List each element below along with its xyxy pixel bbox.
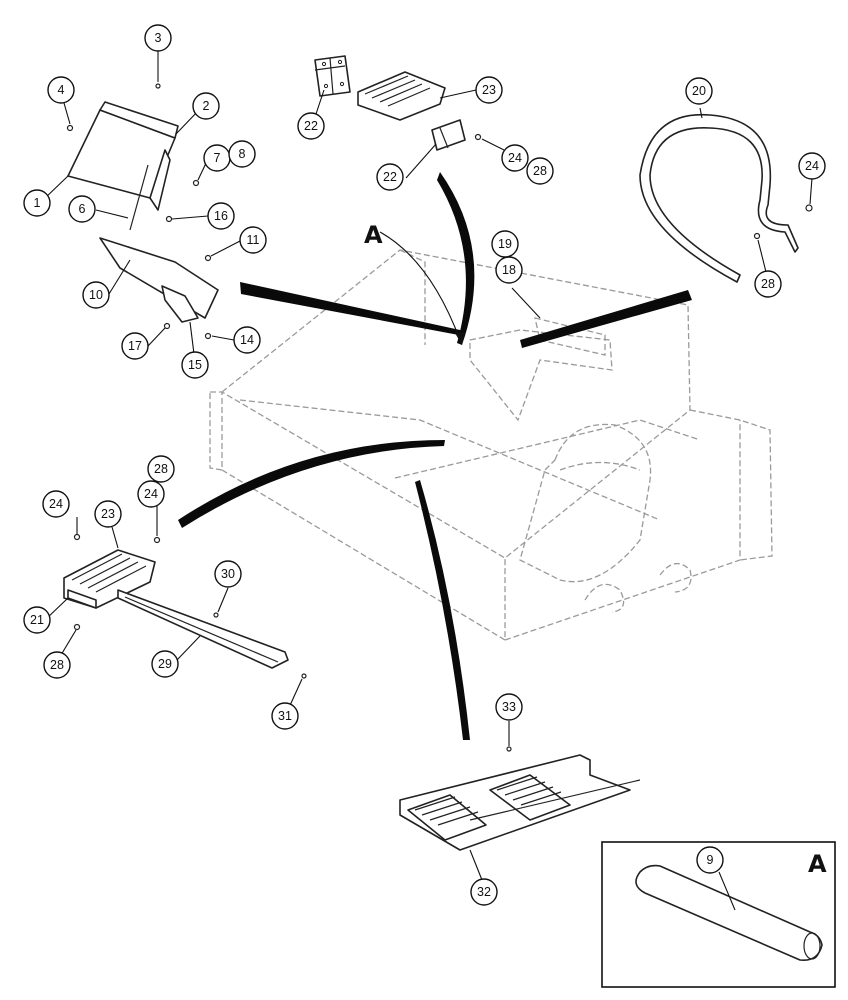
svg-text:24: 24 — [508, 151, 522, 165]
leader-lines — [42, 50, 813, 911]
callout-19: 19 — [491, 230, 519, 258]
svg-text:7: 7 — [214, 151, 221, 165]
svg-text:3: 3 — [155, 31, 162, 45]
svg-text:19: 19 — [498, 237, 512, 251]
svg-text:16: 16 — [214, 209, 228, 223]
callout-24a: 24 — [501, 144, 529, 172]
rod-assembly — [639, 113, 813, 283]
callout-28a: 28 — [526, 157, 554, 185]
svg-text:23: 23 — [482, 83, 496, 97]
callout-10: 10 — [82, 281, 110, 309]
callout-3: 3 — [144, 24, 172, 52]
callout-22b: 22 — [376, 163, 404, 191]
svg-text:32: 32 — [477, 885, 491, 899]
callout-23b: 23 — [94, 500, 122, 528]
svg-text:A: A — [364, 221, 383, 249]
svg-text:33: 33 — [502, 700, 516, 714]
svg-text:30: 30 — [221, 567, 235, 581]
pointer-swooshes — [178, 172, 692, 740]
callout-28b: 28 — [754, 270, 782, 298]
svg-text:14: 14 — [240, 333, 254, 347]
callout-17: 17 — [121, 332, 149, 360]
callout-15: 15 — [181, 351, 209, 379]
callout-4: 4 — [47, 76, 75, 104]
svg-text:4: 4 — [58, 83, 65, 97]
step-platform — [399, 746, 641, 851]
svg-text:31: 31 — [278, 709, 292, 723]
frame-phantom — [209, 249, 773, 642]
svg-text:20: 20 — [692, 84, 706, 98]
svg-text:23: 23 — [101, 507, 115, 521]
callout-9: 9 — [696, 846, 724, 874]
svg-text:15: 15 — [188, 358, 202, 372]
svg-text:28: 28 — [761, 277, 775, 291]
svg-text:28: 28 — [533, 164, 547, 178]
svg-text:24: 24 — [49, 497, 63, 511]
callout-8: 8 — [228, 140, 256, 168]
svg-text:9: 9 — [707, 853, 714, 867]
callout-6: 6 — [68, 195, 96, 223]
callout-24d: 24 — [42, 490, 70, 518]
upper-step-assembly — [314, 55, 482, 151]
callout-31: 31 — [271, 702, 299, 730]
callout-11: 11 — [239, 226, 267, 254]
callout-2: 2 — [192, 92, 220, 120]
callout-30: 30 — [214, 560, 242, 588]
callout-16: 16 — [207, 202, 235, 230]
svg-text:18: 18 — [502, 263, 516, 277]
callout-20: 20 — [685, 77, 713, 105]
lower-step-assembly — [63, 533, 307, 679]
svg-text:6: 6 — [79, 202, 86, 216]
callout-33: 33 — [495, 693, 523, 721]
svg-text:29: 29 — [158, 657, 172, 671]
svg-text:17: 17 — [128, 339, 142, 353]
svg-text:22: 22 — [304, 119, 318, 133]
callout-18: 18 — [495, 256, 523, 284]
svg-text:28: 28 — [50, 658, 64, 672]
callouts: 1 2 3 4 6 7 8 10 11 14 15 16 17 18 19 20… — [23, 24, 826, 906]
svg-text:A: A — [808, 850, 827, 878]
svg-text:11: 11 — [247, 233, 260, 247]
callout-1: 1 — [23, 189, 51, 217]
svg-text:21: 21 — [30, 613, 44, 627]
callout-21: 21 — [23, 606, 51, 634]
svg-text:24: 24 — [805, 159, 819, 173]
svg-text:8: 8 — [239, 147, 246, 161]
shield-assembly — [66, 83, 219, 340]
callout-32: 32 — [470, 878, 498, 906]
svg-text:10: 10 — [89, 288, 103, 302]
callout-7: 7 — [203, 144, 231, 172]
inset-detail-a: A — [601, 841, 836, 988]
detail-pointer-a: A — [364, 221, 465, 345]
callout-29: 29 — [151, 650, 179, 678]
callout-24c: 24 — [137, 480, 165, 508]
callout-24b: 24 — [798, 152, 826, 180]
callout-22a: 22 — [297, 112, 325, 140]
svg-text:2: 2 — [203, 99, 210, 113]
callout-23a: 23 — [475, 76, 503, 104]
svg-text:24: 24 — [144, 487, 158, 501]
callout-28d: 28 — [43, 651, 71, 679]
svg-text:28: 28 — [154, 462, 168, 476]
svg-text:1: 1 — [34, 196, 41, 210]
callout-28c: 28 — [147, 455, 175, 483]
callout-14: 14 — [233, 326, 261, 354]
svg-text:22: 22 — [383, 170, 397, 184]
